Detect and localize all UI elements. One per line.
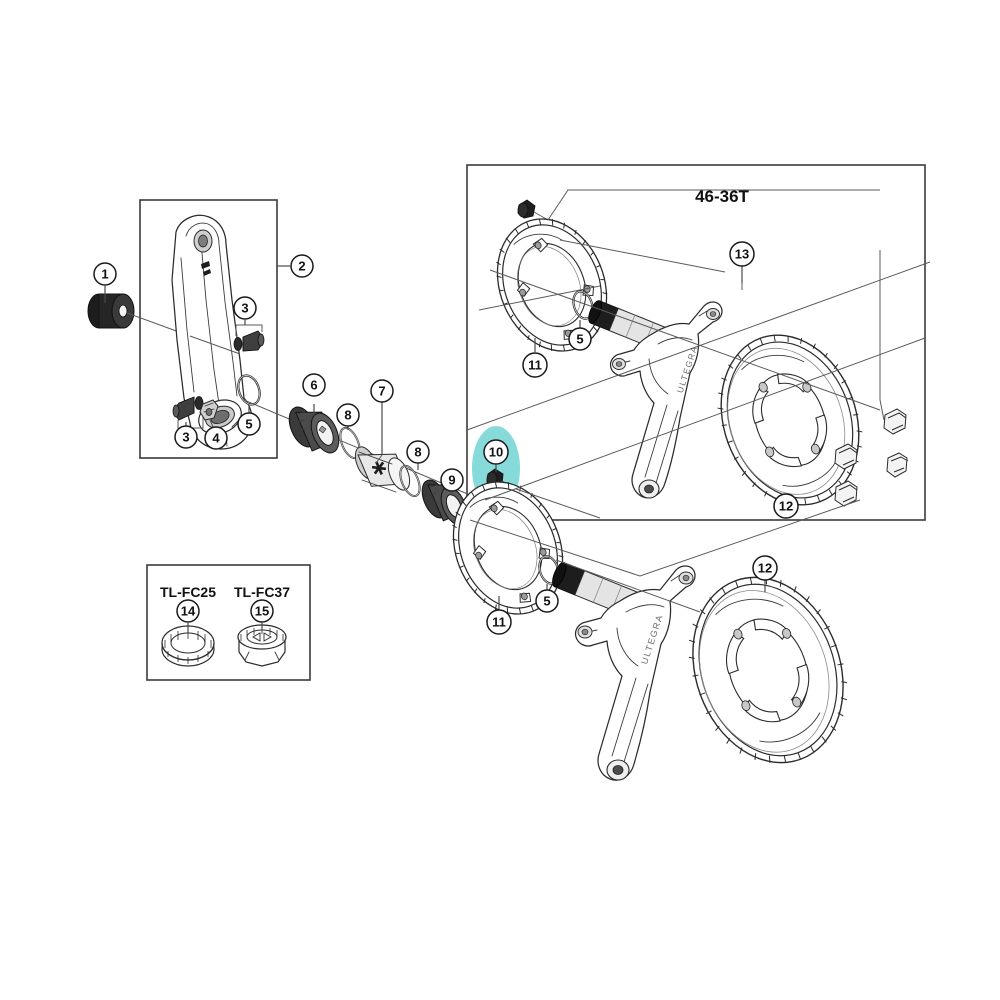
callout-11a[interactable]: 11 [522, 352, 548, 378]
callout-12a[interactable]: 12 [773, 493, 799, 519]
callout-1-number: 1 [101, 267, 108, 282]
tool-tl-fc25 [161, 623, 215, 667]
callout-12b-number: 12 [758, 561, 772, 576]
callout-5b[interactable]: 5 [568, 327, 592, 351]
callout-14[interactable]: 14 [176, 599, 200, 623]
chainring-option-panel [466, 164, 926, 521]
callout-2[interactable]: 2 [290, 254, 314, 278]
part-inner-chainring-36t [496, 218, 608, 352]
part-outer-chainring-lower [688, 576, 848, 764]
part-chainring-bolt-nut-set [741, 250, 909, 507]
part-inner-cover-sleeve [354, 402, 411, 493]
callout-11b[interactable]: 11 [486, 609, 512, 635]
tool-tl-fc37 [237, 623, 287, 667]
part-left-bb-cup [288, 404, 340, 454]
callout-1[interactable]: 1 [93, 262, 117, 286]
part-safety-plate [199, 399, 219, 430]
callout-8a-number: 8 [344, 408, 351, 423]
callout-8a[interactable]: 8 [336, 403, 360, 427]
part-crank-cap [87, 293, 191, 337]
callout-3b[interactable]: 3 [174, 425, 198, 449]
callout-7[interactable]: 7 [370, 379, 394, 403]
callout-9[interactable]: 9 [440, 468, 464, 492]
callout-5c-number: 5 [543, 594, 550, 609]
callout-10[interactable]: 10 [483, 439, 509, 465]
part-crank-fixing-bolt-upper [233, 320, 265, 352]
callout-2-number: 2 [298, 259, 305, 274]
callout-12b[interactable]: 12 [752, 555, 778, 581]
callout-15-number: 15 [255, 604, 269, 619]
callout-6-number: 6 [310, 378, 317, 393]
callout-5a[interactable]: 5 [237, 412, 261, 436]
callout-5a-number: 5 [245, 417, 252, 432]
callout-3a[interactable]: 3 [233, 296, 257, 320]
part-seal-ring-right [399, 463, 421, 498]
part-o-ring-upper-spindle [572, 290, 594, 328]
callout-6[interactable]: 6 [302, 373, 326, 397]
callout-8b[interactable]: 8 [406, 440, 430, 464]
callout-8b-number: 8 [414, 445, 421, 460]
callout-11a-number: 11 [528, 358, 542, 373]
callout-14-number: 14 [181, 604, 196, 619]
tool-label-tl-fc37: TL-FC37 [234, 584, 290, 600]
chainring-panel-title: 46-36T [695, 187, 749, 206]
callout-13-number: 13 [735, 247, 749, 262]
part-chainring-bolt-upper [517, 199, 549, 221]
callout-10-number: 10 [489, 445, 503, 460]
left-crank-arm-panel [139, 199, 278, 459]
callout-11b-number: 11 [492, 615, 506, 630]
callout-3a-number: 3 [241, 301, 248, 316]
callout-5b-number: 5 [576, 332, 583, 347]
callout-3b-number: 3 [182, 430, 189, 445]
tool-panel [146, 564, 311, 681]
tool-label-tl-fc25: TL-FC25 [160, 584, 216, 600]
part-outer-chainring-46t [717, 334, 863, 508]
callout-4[interactable]: 4 [204, 426, 228, 450]
callout-5c[interactable]: 5 [535, 589, 559, 613]
callout-13[interactable]: 13 [729, 241, 755, 267]
part-right-crank-arm-lower: ULTEGRA [552, 561, 696, 781]
callout-7-number: 7 [378, 384, 385, 399]
callout-12a-number: 12 [779, 499, 793, 514]
callout-15[interactable]: 15 [250, 599, 274, 623]
callout-9-number: 9 [448, 473, 455, 488]
callout-4-number: 4 [212, 431, 220, 446]
